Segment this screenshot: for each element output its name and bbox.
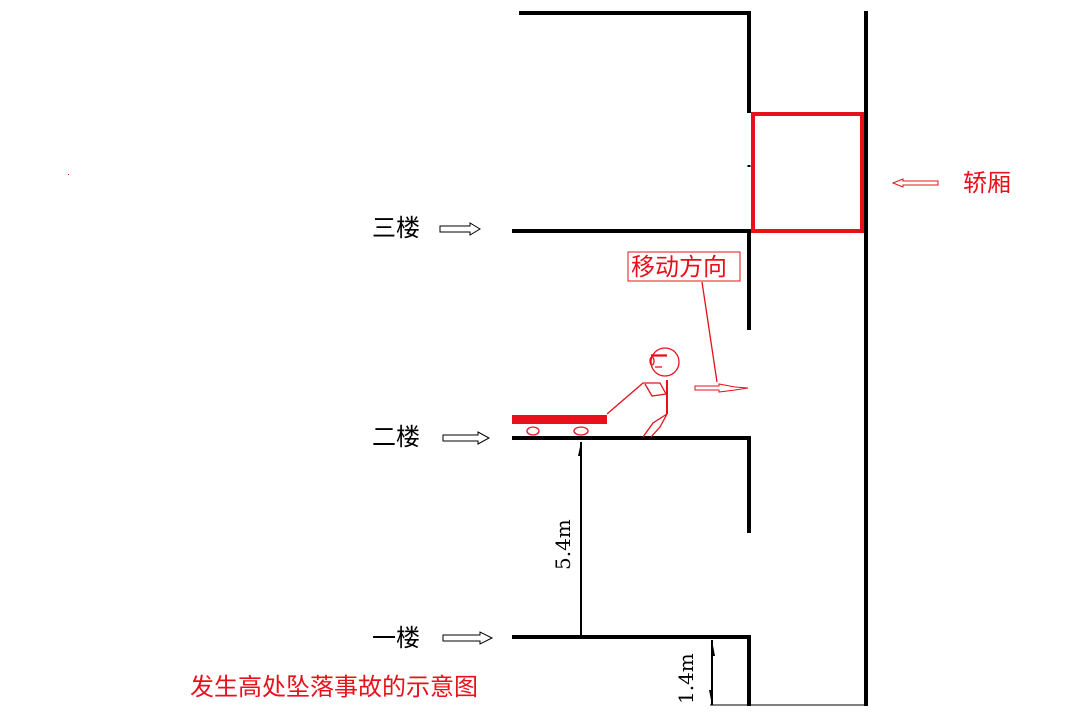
cart: [512, 415, 607, 436]
car-label: 轿厢: [963, 169, 1011, 197]
direction-annotation: 移动方向: [627, 251, 749, 393]
floor-labels: 三楼 二楼 一楼: [372, 214, 494, 652]
direction-label-box: [627, 251, 741, 282]
dimension-upper-label: 5.4m: [551, 519, 575, 570]
cart-bed: [512, 415, 607, 424]
first-floor-slab: [512, 635, 751, 706]
dimension-upper: 5.4m: [551, 442, 582, 636]
arrow-right-icon: [442, 631, 494, 645]
arrow-right-icon: [442, 431, 491, 445]
top-floor-wall: [519, 11, 751, 113]
cart-wheel: [573, 426, 589, 436]
direction-label: 移动方向: [631, 253, 727, 281]
building-structure: [512, 11, 868, 706]
diagram-caption: 发生高处坠落事故的示意图: [190, 673, 478, 701]
floor-label-third: 三楼: [372, 214, 420, 242]
elevator-car: [751, 112, 864, 233]
arrow-right-icon: [439, 222, 481, 236]
floor-label-first: 一楼: [372, 624, 420, 652]
car-label-group: 轿厢: [891, 169, 1011, 197]
arrow-left-icon: [891, 178, 939, 188]
dimension-lower-label: 1.4m: [674, 653, 698, 704]
worker-figure: [606, 347, 680, 438]
floor-label-second: 二楼: [372, 423, 420, 451]
cart-wheel: [526, 426, 540, 436]
worker-head: [650, 347, 680, 377]
dimension-lower: 1.4m: [674, 640, 715, 705]
arrow-right-icon: [694, 383, 749, 393]
second-floor-slab: [512, 436, 751, 533]
third-floor-slab: [512, 229, 751, 330]
